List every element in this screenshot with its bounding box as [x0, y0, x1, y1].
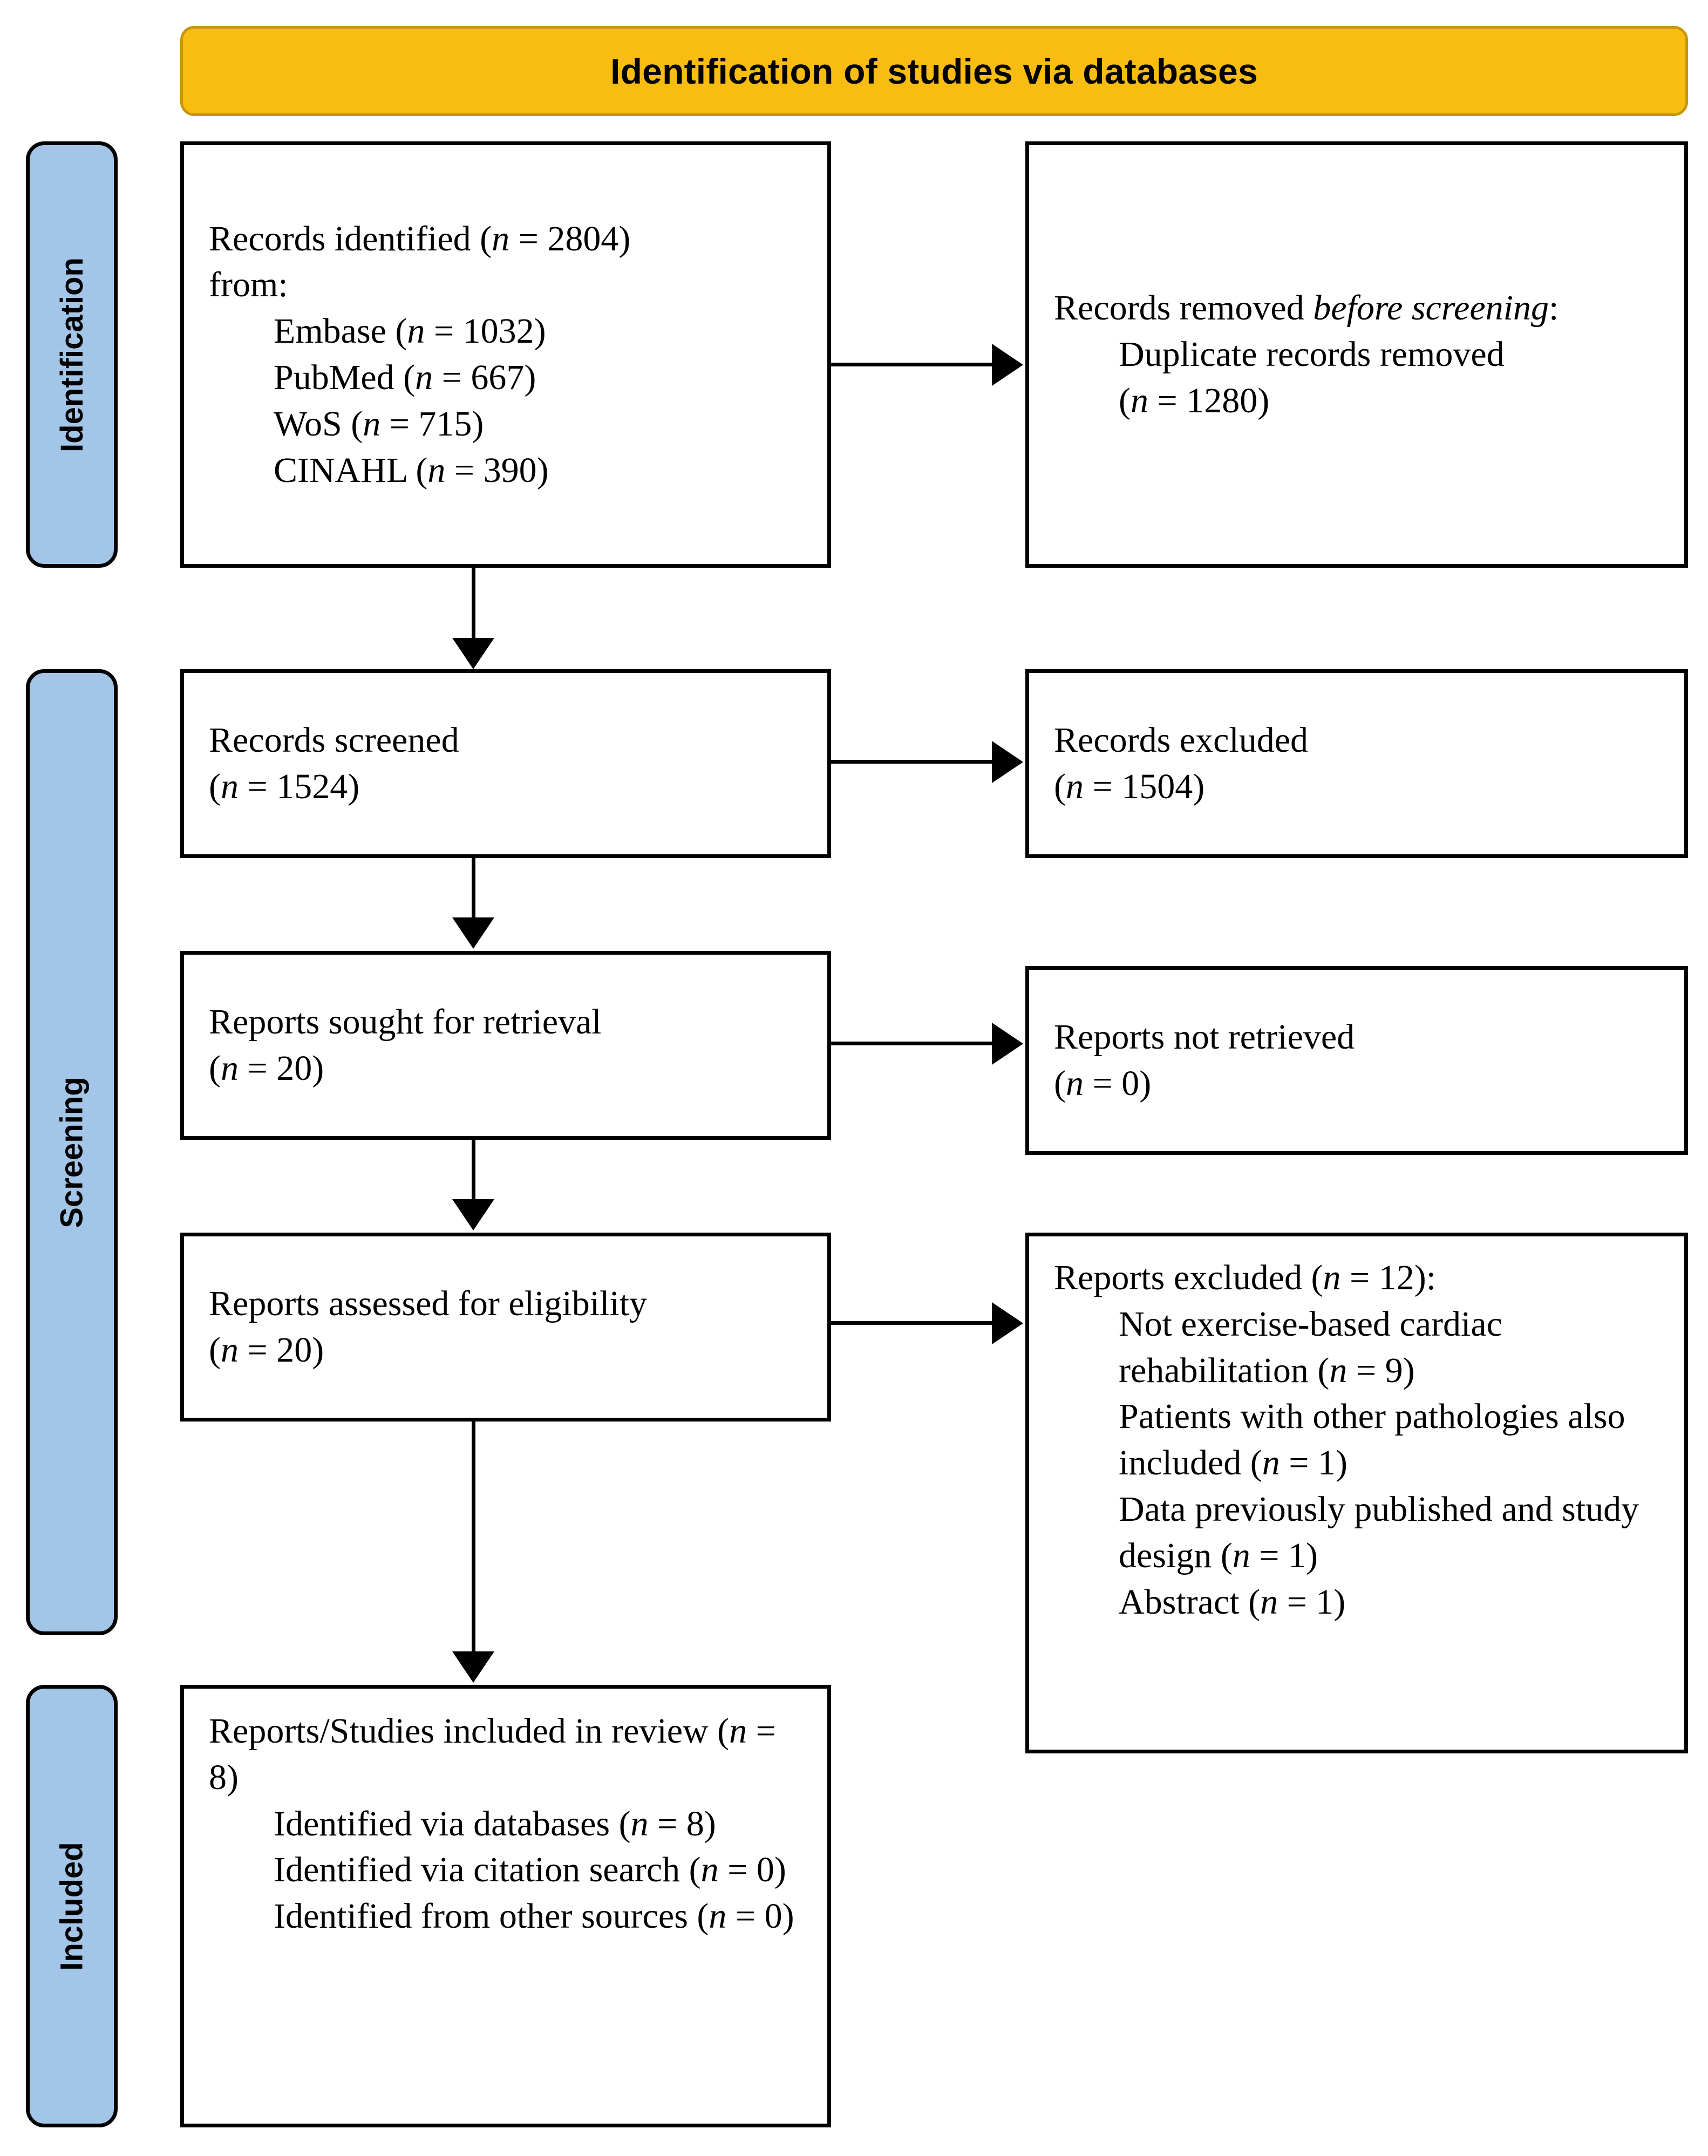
diagram-header-banner: Identification of studies via databases — [180, 26, 1688, 116]
reports-assessed-label: Reports assessed for eligibility — [209, 1284, 648, 1324]
phase-bar-identification: Identification — [26, 141, 118, 568]
box-reports-sought: Reports sought for retrieval (n = 20) — [180, 951, 831, 1140]
box-reports-assessed: Reports assessed for eligibility (n = 20… — [180, 1233, 831, 1422]
box-reports-not-retrieved: Reports not retrieved (n = 0) — [1025, 966, 1688, 1155]
records-screened-label: Records screened — [209, 720, 459, 760]
records-removed-heading: Records removed before screening: — [1054, 285, 1659, 331]
reports-excluded-reason-1: Not exercise-based cardiac rehabilitatio… — [1119, 1304, 1512, 1390]
phase-bar-screening: Screening — [26, 669, 118, 1635]
arrowhead-assessed-to-reports-excluded — [992, 1302, 1023, 1344]
records-removed-heading-a: Records removed — [1054, 288, 1314, 328]
arrowhead-assessed-to-included — [452, 1651, 494, 1683]
reports-sought-count: (n = 20) — [209, 1049, 324, 1088]
arrowhead-sought-to-not-retrieved — [992, 1023, 1023, 1065]
duplicate-records-count: (n = 1280) — [1119, 380, 1270, 420]
connector-screened-to-sought — [472, 858, 475, 920]
reports-excluded-reason-2: Patients with other pathologies also inc… — [1119, 1397, 1635, 1483]
records-removed-heading-em: before screening — [1313, 288, 1549, 328]
arrowhead-identified-to-removed — [992, 344, 1023, 386]
connector-sought-to-not-retrieved — [831, 1042, 994, 1045]
records-removed-heading-b: : — [1549, 288, 1559, 328]
reports-assessed-count: (n = 20) — [209, 1330, 324, 1370]
arrowhead-identified-to-screened — [452, 638, 494, 669]
connector-sought-to-assessed — [472, 1140, 475, 1201]
box-studies-included: Reports/Studies included in review (n = … — [180, 1685, 831, 2127]
connector-identified-to-screened — [472, 568, 475, 640]
records-screened-count: (n = 1524) — [209, 767, 360, 806]
phase-label-identification: Identification — [54, 257, 90, 452]
box-records-removed: Records removed before screening: Duplic… — [1025, 141, 1688, 568]
arrowhead-screened-to-sought — [452, 917, 494, 949]
source-pubmed: PubMed (n = 667) — [274, 358, 536, 397]
arrowhead-screened-to-records-excluded — [992, 741, 1023, 783]
source-embase: Embase (n = 1032) — [274, 311, 546, 351]
connector-screened-to-records-excluded — [831, 760, 994, 764]
reports-excluded-heading: Reports excluded (n = 12): — [1054, 1258, 1437, 1297]
records-excluded-count: (n = 1504) — [1054, 767, 1205, 806]
box-records-screened: Records screened (n = 1524) — [180, 669, 831, 858]
reports-sought-label: Reports sought for retrieval — [209, 1002, 602, 1042]
reports-excluded-reason-4: Abstract (n = 1) — [1119, 1582, 1346, 1622]
reports-not-retrieved-count: (n = 0) — [1054, 1064, 1152, 1103]
source-wos: WoS (n = 715) — [274, 404, 484, 444]
reports-excluded-reason-3: Data previously published and study desi… — [1119, 1489, 1648, 1575]
reports-not-retrieved-label: Reports not retrieved — [1054, 1017, 1355, 1057]
connector-assessed-to-reports-excluded — [831, 1321, 994, 1325]
phase-bar-included: Included — [26, 1685, 118, 2127]
records-identified-count: Records identified (n = 2804) — [209, 219, 631, 259]
source-cinahl: CINAHL (n = 390) — [274, 450, 549, 490]
connector-identified-to-removed — [831, 363, 994, 366]
records-excluded-label: Records excluded — [1054, 720, 1308, 760]
records-identified-from: from: — [209, 265, 288, 305]
arrowhead-sought-to-assessed — [452, 1199, 494, 1230]
box-records-identified: Records identified (n = 2804) from: Emba… — [180, 141, 831, 568]
phase-label-included: Included — [54, 1841, 90, 1971]
banner-title: Identification of studies via databases — [610, 51, 1258, 91]
duplicate-records-removed: Duplicate records removed — [1119, 335, 1505, 375]
studies-included-heading: Reports/Studies included in review (n = … — [209, 1711, 785, 1797]
included-other-sources: Identified from other sources (n = 0) — [274, 1896, 794, 1936]
connector-assessed-to-included — [472, 1422, 475, 1654]
phase-label-screening: Screening — [54, 1076, 90, 1228]
box-records-excluded: Records excluded (n = 1504) — [1025, 669, 1688, 858]
box-reports-excluded: Reports excluded (n = 12): Not exercise-… — [1025, 1233, 1688, 1753]
included-via-citation-search: Identified via citation search (n = 0) — [274, 1850, 786, 1890]
included-via-databases: Identified via databases (n = 8) — [274, 1804, 716, 1844]
